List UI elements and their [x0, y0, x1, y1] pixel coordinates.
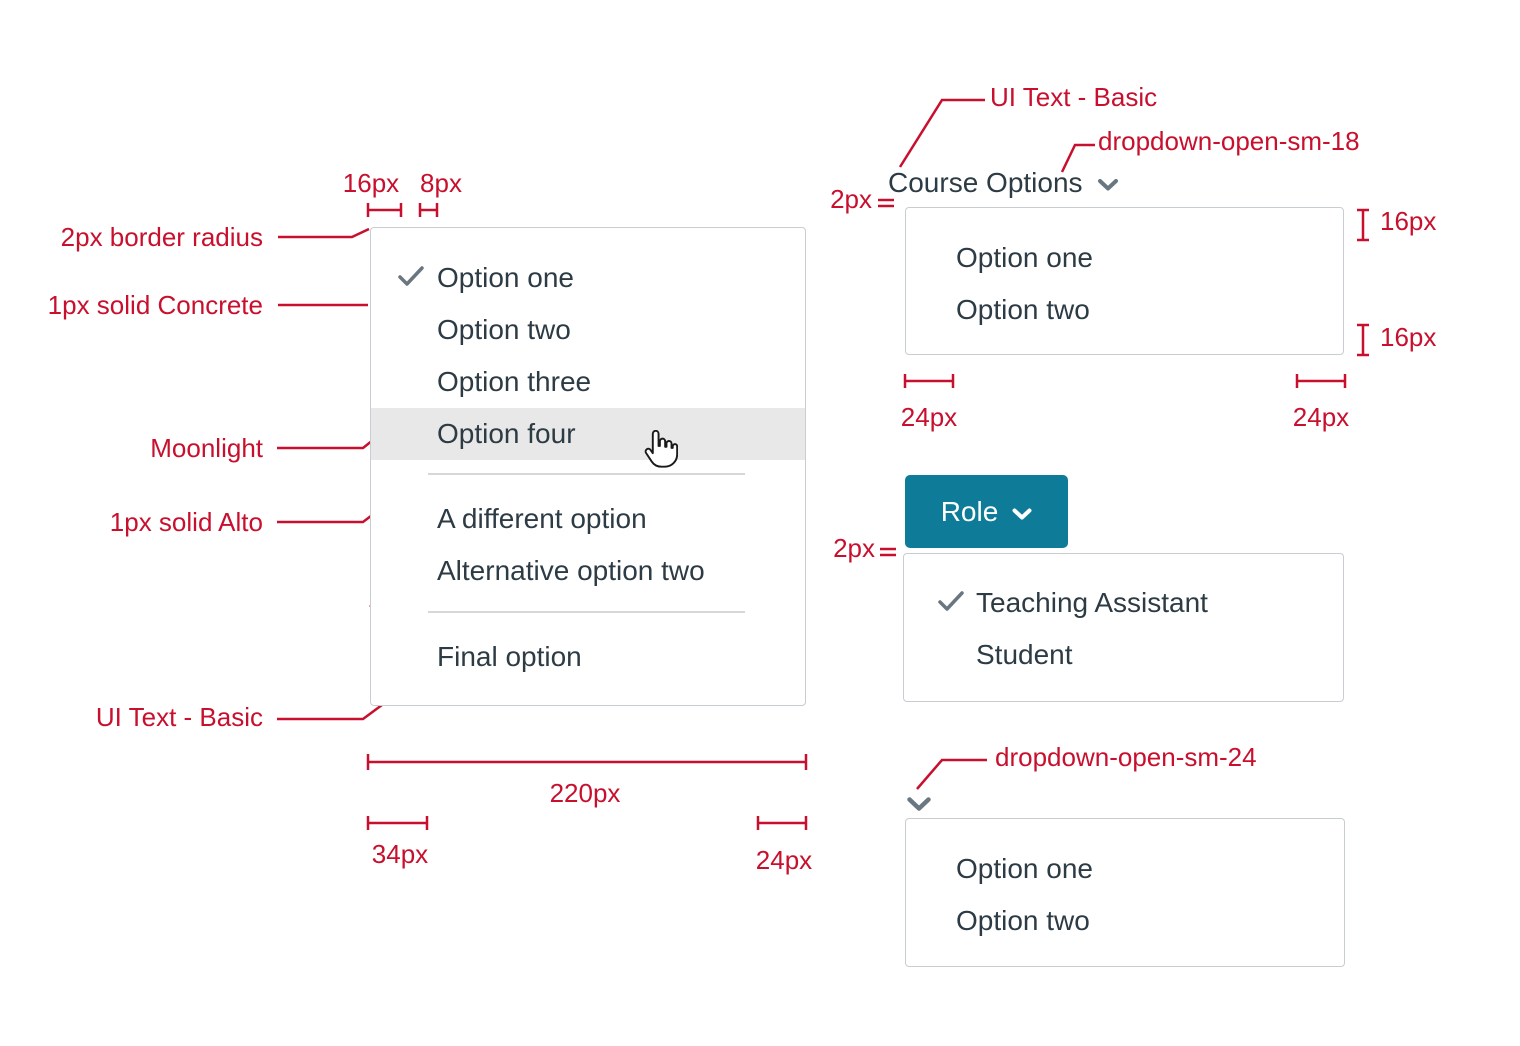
menu-item-label: A different option: [437, 503, 647, 534]
annotation-moonlight: Moonlight: [150, 433, 263, 463]
leader-dropdown-24: [916, 758, 987, 790]
leader-ui-text-right: [898, 98, 985, 168]
menu-item-option-four-hovered[interactable]: Option four: [371, 408, 805, 460]
annotation-border-concrete: 1px solid Concrete: [47, 290, 263, 320]
measure-line-220px: [366, 754, 808, 770]
annotation-dropdown-open-sm-24: dropdown-open-sm-24: [995, 742, 1257, 772]
menu-item-option-two[interactable]: Option two: [906, 284, 1343, 336]
measure-line-16px: [366, 203, 403, 217]
measure-label-16px-bottom: 16px: [1380, 322, 1437, 352]
menu-item-label: Option one: [956, 242, 1093, 273]
menu-item-option-two[interactable]: Option two: [371, 304, 805, 356]
annotation-ui-text-right: UI Text - Basic: [990, 82, 1158, 112]
menu-item-student[interactable]: Student: [904, 629, 1343, 681]
menu-item-alternative-option-two[interactable]: Alternative option two: [371, 545, 805, 597]
menu-item-label: Option three: [437, 366, 592, 397]
menu-item-label: Option two: [956, 905, 1090, 936]
menu-item-label: Alternative option two: [437, 555, 705, 586]
menu-item-label: Option one: [437, 262, 574, 293]
menu-item-option-one[interactable]: Option one: [906, 232, 1343, 284]
chevron-down-icon: [1012, 496, 1032, 528]
role-dropdown-button[interactable]: Role: [905, 475, 1068, 548]
dropdown-menu-role: Teaching Assistant Student: [903, 553, 1344, 702]
dropdown-menu-sm-24: Option one Option two: [905, 818, 1345, 967]
measure-label-34px: 34px: [371, 839, 429, 869]
measure-line-8px: [418, 203, 439, 217]
menu-item-final-option[interactable]: Final option: [371, 631, 805, 683]
leader-border-radius: [278, 227, 370, 239]
hand-pointer-cursor-icon: [642, 429, 679, 476]
menu-item-teaching-assistant[interactable]: Teaching Assistant: [904, 577, 1343, 629]
measure-label-8px: 8px: [420, 168, 462, 198]
menu-item-label: Final option: [437, 641, 582, 672]
measure-label-2px-role: 2px: [833, 533, 875, 563]
gap-symbol-2px-top: [878, 198, 894, 208]
annotation-ui-text-left: UI Text - Basic: [95, 702, 263, 732]
checkmark-icon: [397, 262, 425, 294]
menu-item-option-two[interactable]: Option two: [906, 895, 1344, 947]
menu-item-different-option[interactable]: A different option: [371, 493, 805, 545]
measure-ibeam-16px-bottom: [1357, 323, 1369, 357]
measure-line-24px-right: [1295, 374, 1347, 388]
measure-ibeam-16px-top: [1357, 208, 1369, 242]
role-button-label: Role: [940, 495, 999, 527]
course-options-trigger[interactable]: Course Options: [888, 169, 1119, 197]
measure-line-24px-left-block: [756, 816, 808, 830]
menu-divider: [428, 473, 745, 475]
measure-label-24px-left: 24px: [900, 402, 958, 432]
measure-line-34px: [366, 816, 429, 830]
menu-item-option-one[interactable]: Option one: [906, 843, 1344, 895]
menu-item-label: Option four: [437, 418, 576, 449]
measure-label-2px-top: 2px: [830, 184, 872, 214]
menu-item-label: Student: [976, 639, 1073, 670]
menu-item-label: Option one: [956, 853, 1093, 884]
checkmark-icon: [937, 587, 965, 619]
measure-label-220px: 220px: [549, 778, 621, 808]
measure-label-16px-top: 16px: [1380, 206, 1437, 236]
measure-label-24px-right: 24px: [1292, 402, 1350, 432]
menu-item-option-three[interactable]: Option three: [371, 356, 805, 408]
menu-item-label: Teaching Assistant: [976, 587, 1208, 618]
gap-symbol-2px-role: [880, 547, 896, 557]
menu-item-label: Option two: [956, 294, 1090, 325]
measure-label-24px-block: 24px: [755, 845, 813, 875]
course-options-label: Course Options: [888, 167, 1083, 198]
annotation-alto: 1px solid Alto: [109, 507, 263, 537]
menu-item-label: Option two: [437, 314, 571, 345]
menu-item-option-one[interactable]: Option one: [371, 252, 805, 304]
menu-divider: [428, 611, 745, 613]
annotation-border-radius: 2px border radius: [60, 222, 263, 252]
dropdown-open-sm-24-chevron-icon: [906, 796, 932, 818]
annotation-dropdown-open-sm-18: dropdown-open-sm-18: [1098, 126, 1360, 156]
dropdown-menu-left: Option one Option two Option three Optio…: [370, 227, 806, 706]
dropdown-menu-course-options: Option one Option two: [905, 207, 1344, 355]
chevron-down-icon: [1097, 169, 1119, 197]
measure-label-16px: 16px: [342, 168, 400, 198]
measure-line-24px-left: [903, 374, 955, 388]
